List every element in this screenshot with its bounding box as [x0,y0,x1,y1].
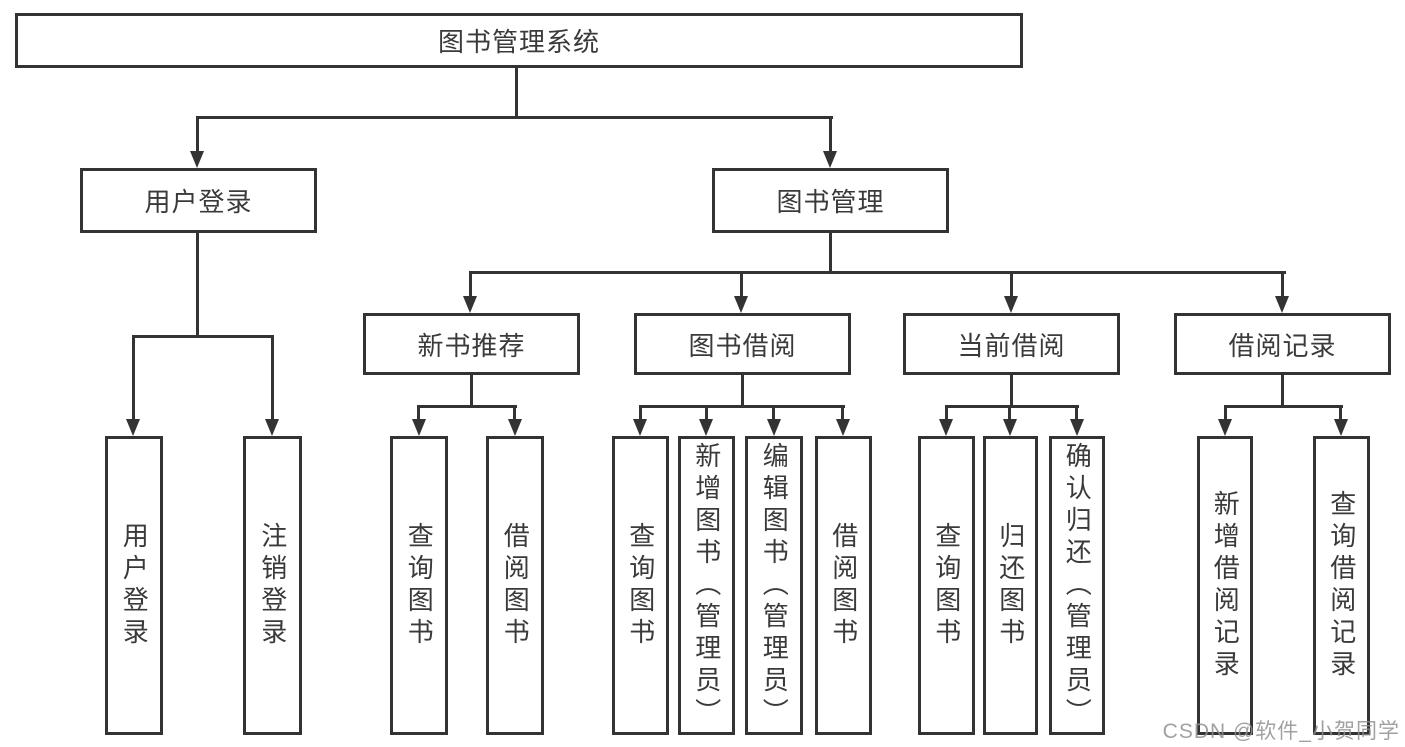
node-label: 新书推荐 [417,330,526,361]
connector-line [705,405,708,421]
node-book-borrowing: 图书借阅 [634,313,851,375]
connector-line [841,405,844,421]
connector-line [515,66,518,118]
csdn-watermark: CSDN @软件_小贺同学 [1162,720,1400,743]
arrow-down-icon [126,419,140,436]
node-label: 查询图书 [931,521,962,650]
arrow-down-icon [1003,419,1017,436]
connector-line [196,230,199,338]
arrow-down-icon [508,419,522,436]
node-label: 图书管理系统 [437,27,600,57]
leaf-confirm-return-admin: 确认归还（管理员） [1049,436,1105,735]
connector-line [1008,405,1011,421]
connector-line [132,335,135,423]
connector-line [741,373,744,408]
connector-line [469,271,1286,274]
connector-line [1281,373,1284,408]
connector-line [1224,405,1343,408]
arrow-down-icon [767,419,781,436]
node-label: 注销登录 [257,521,288,650]
node-label: 归还图书 [995,521,1026,650]
leaf-query-borrow-record: 查询借阅记录 [1313,436,1370,735]
arrow-down-icon [463,296,477,313]
connector-line [639,405,845,408]
connector-line [1010,271,1013,299]
leaf-borrow-books-nbr: 借阅图书 [486,436,544,735]
connector-line [271,335,274,423]
node-label: 当前借阅 [957,330,1066,361]
leaf-logout: 注销登录 [243,436,302,735]
connector-line [829,230,832,274]
connector-line [417,405,420,421]
connector-line [740,271,743,299]
connector-line [1010,373,1013,408]
leaf-add-books-admin: 新增图书（管理员） [678,436,735,735]
node-user-login: 用户登录 [80,168,317,233]
node-label: 借阅记录 [1228,330,1337,361]
node-label: 新增借阅记录 [1210,489,1241,682]
connector-line [132,335,274,338]
connector-line [513,405,516,421]
node-label: 查询图书 [404,521,435,650]
connector-line [945,405,948,421]
leaf-query-books-bb: 查询图书 [612,436,669,735]
node-book-management-system: 图书管理系统 [15,13,1023,68]
arrow-down-icon [412,419,426,436]
connector-line [469,271,472,299]
connector-line [470,373,473,408]
arrow-down-icon [265,419,279,436]
node-label: 借阅图书 [500,521,531,650]
node-label: 确认归还（管理员） [1062,441,1093,730]
connector-line [772,405,775,421]
leaf-return-books: 归还图书 [983,436,1038,735]
connector-line [945,405,1079,408]
node-label: 图书管理 [776,187,885,217]
arrow-down-icon [633,419,647,436]
leaf-borrow-books-bb: 借阅图书 [815,436,872,735]
arrow-down-icon [699,419,713,436]
node-label: 图书借阅 [688,330,797,361]
connector-line [639,405,642,421]
node-current-borrowing: 当前借阅 [903,313,1120,375]
arrow-down-icon [1004,296,1018,313]
arrow-down-icon [823,151,837,168]
node-label: 查询借阅记录 [1326,489,1357,682]
leaf-user-login: 用户登录 [105,436,163,735]
leaf-edit-books-admin: 编辑图书（管理员） [745,436,803,735]
arrow-down-icon [1334,419,1348,436]
arrow-down-icon [190,151,204,168]
node-label: 用户登录 [144,187,253,217]
arrow-down-icon [836,419,850,436]
connector-line [1281,271,1284,299]
node-book-management: 图书管理 [712,168,949,233]
node-label: 用户登录 [119,521,150,650]
arrow-down-icon [939,419,953,436]
leaf-add-borrow-record: 新增借阅记录 [1197,436,1253,735]
arrow-down-icon [734,296,748,313]
connector-line [1224,405,1227,421]
leaf-query-books-nbr: 查询图书 [390,436,448,735]
connector-line [196,116,199,154]
arrow-down-icon [1275,296,1289,313]
connector-line [829,116,832,154]
node-label: 查询图书 [625,521,656,650]
node-borrow-records: 借阅记录 [1174,313,1391,375]
node-new-book-recommend: 新书推荐 [363,313,580,375]
arrow-down-icon [1218,419,1232,436]
leaf-query-books-cb: 查询图书 [918,436,975,735]
connector-line [196,116,833,119]
connector-line [1339,405,1342,421]
connector-line [417,405,517,408]
node-label: 编辑图书（管理员） [759,441,790,730]
connector-line [1075,405,1078,421]
node-label: 新增图书（管理员） [691,441,722,730]
arrow-down-icon [1070,419,1084,436]
node-label: 借阅图书 [828,521,859,650]
